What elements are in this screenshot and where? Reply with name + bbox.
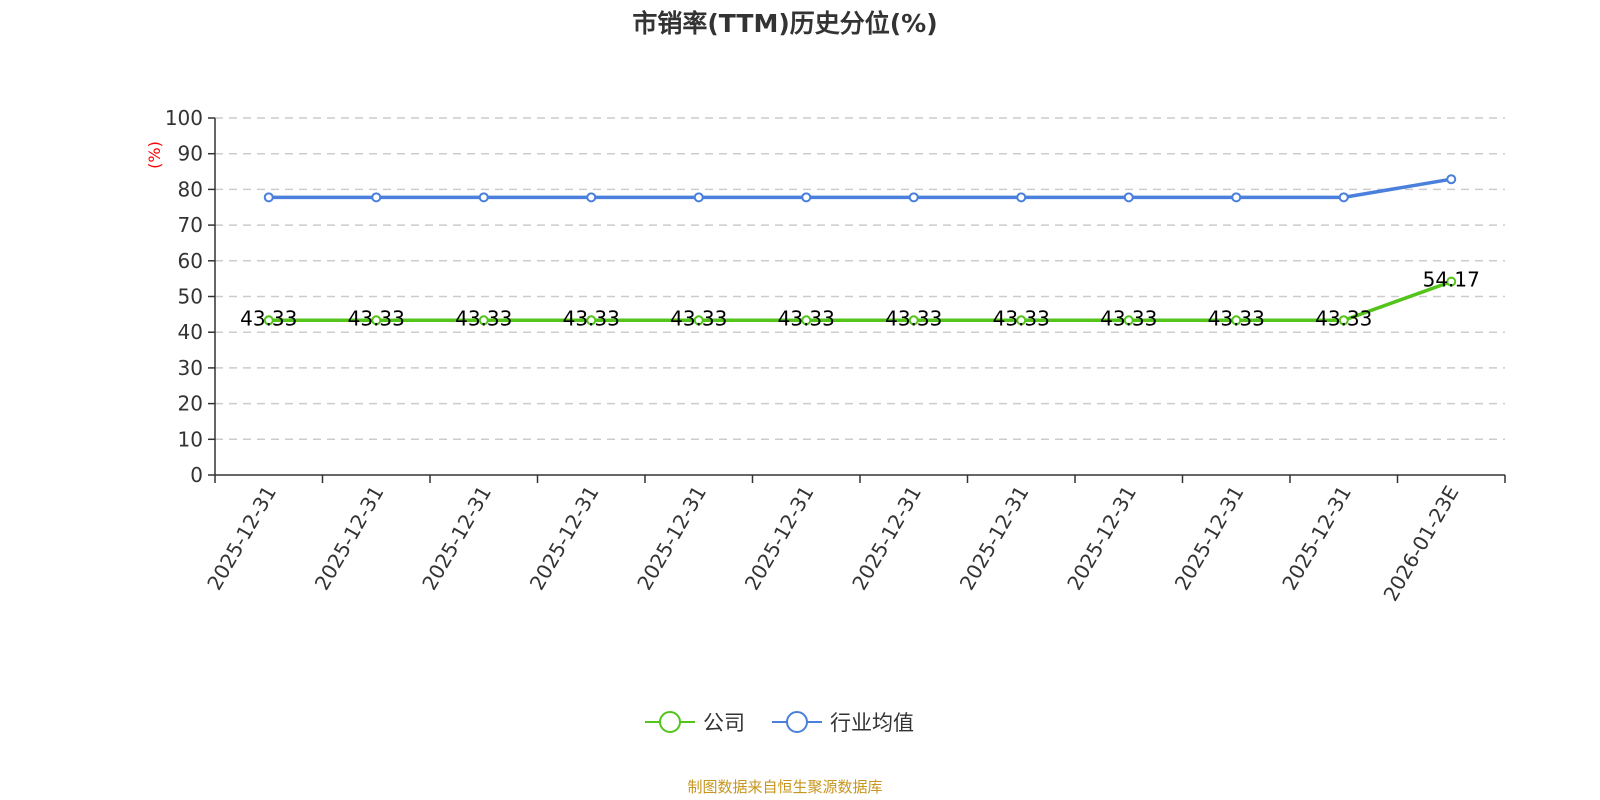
data-point[interactable] (586, 315, 597, 326)
data-label: 43.33 (670, 306, 727, 330)
data-label: 54.17 (1423, 268, 1480, 292)
data-label: 43.33 (455, 306, 512, 330)
x-tick-label: 2025-12-31 (1170, 482, 1249, 595)
series-company: 43.33 43.33 43.33 43.33 43.33 43.33 43.33 43.33… (240, 268, 1480, 331)
data-point[interactable] (1446, 174, 1457, 185)
y-tick-label: 20 (178, 392, 203, 416)
data-label: 43.33 (885, 306, 942, 330)
data-point[interactable] (263, 192, 274, 203)
data-point[interactable] (263, 315, 274, 326)
y-tick-label: 70 (178, 213, 203, 237)
legend-item-company[interactable]: 公司 (645, 711, 745, 735)
y-tick-label: 50 (178, 285, 203, 309)
data-point[interactable] (1338, 192, 1349, 203)
data-point[interactable] (693, 192, 704, 203)
data-point[interactable] (693, 315, 704, 326)
x-tick-label: 2025-12-31 (847, 482, 926, 595)
data-point[interactable] (478, 315, 489, 326)
x-tick-label: 2025-12-31 (202, 482, 281, 595)
y-tick-label: 0 (190, 463, 203, 487)
data-point[interactable] (1338, 315, 1349, 326)
legend-label: 行业均值 (830, 711, 914, 735)
data-label: 43.33 (348, 306, 405, 330)
x-tick-label: 2025-12-31 (740, 482, 819, 595)
x-tick-label: 2025-12-31 (632, 482, 711, 595)
chart-title: 市销率(TTM)历史分位(%) (632, 9, 937, 38)
x-tick-label: 2026-01-23E (1378, 482, 1463, 606)
data-label: 43.33 (1100, 306, 1157, 330)
y-tick-label: 30 (178, 356, 203, 380)
x-tick-label: 2025-12-31 (955, 482, 1034, 595)
data-point[interactable] (1231, 315, 1242, 326)
data-source: 制图数据来自恒生聚源数据库 (687, 778, 882, 796)
data-point[interactable] (908, 192, 919, 203)
data-point[interactable] (371, 315, 382, 326)
y-tick-label: 80 (178, 177, 203, 201)
data-point[interactable] (478, 192, 489, 203)
x-tick-label: 2025-12-31 (417, 482, 496, 595)
x-tick-label: 2025-12-31 (525, 482, 604, 595)
data-label: 43.33 (563, 306, 620, 330)
data-point[interactable] (908, 315, 919, 326)
data-point[interactable] (1123, 192, 1134, 203)
legend-label: 公司 (703, 711, 745, 735)
data-point[interactable] (1123, 315, 1134, 326)
data-point[interactable] (1446, 276, 1457, 287)
data-label: 43.33 (778, 306, 835, 330)
series-industry-average (263, 174, 1457, 203)
legend-item-industry-average[interactable]: 行业均值 (772, 711, 914, 735)
data-point[interactable] (801, 315, 812, 326)
x-tick-label: 2025-12-31 (310, 482, 389, 595)
data-point[interactable] (371, 192, 382, 203)
y-tick-label: 40 (178, 320, 203, 344)
data-point[interactable] (1016, 192, 1027, 203)
x-tick-label: 2025-12-31 (1277, 482, 1356, 595)
legend-circle-icon (659, 711, 681, 733)
data-point[interactable] (1231, 192, 1242, 203)
data-point[interactable] (1016, 315, 1027, 326)
series-line (268, 279, 1452, 323)
y-tick-label: 100 (165, 106, 203, 130)
data-label: 43.33 (240, 306, 297, 330)
data-label: 43.33 (1315, 306, 1372, 330)
data-label: 43.33 (993, 306, 1050, 330)
y-axis-label: (%) (145, 141, 164, 169)
legend-circle-icon (786, 711, 808, 733)
data-point[interactable] (586, 192, 597, 203)
data-point[interactable] (801, 192, 812, 203)
y-tick-label: 10 (178, 427, 203, 451)
series-line (268, 177, 1452, 200)
y-tick-label: 90 (178, 142, 203, 166)
y-tick-label: 60 (178, 249, 203, 273)
data-label: 43.33 (1208, 306, 1265, 330)
x-tick-label: 2025-12-31 (1062, 482, 1141, 595)
